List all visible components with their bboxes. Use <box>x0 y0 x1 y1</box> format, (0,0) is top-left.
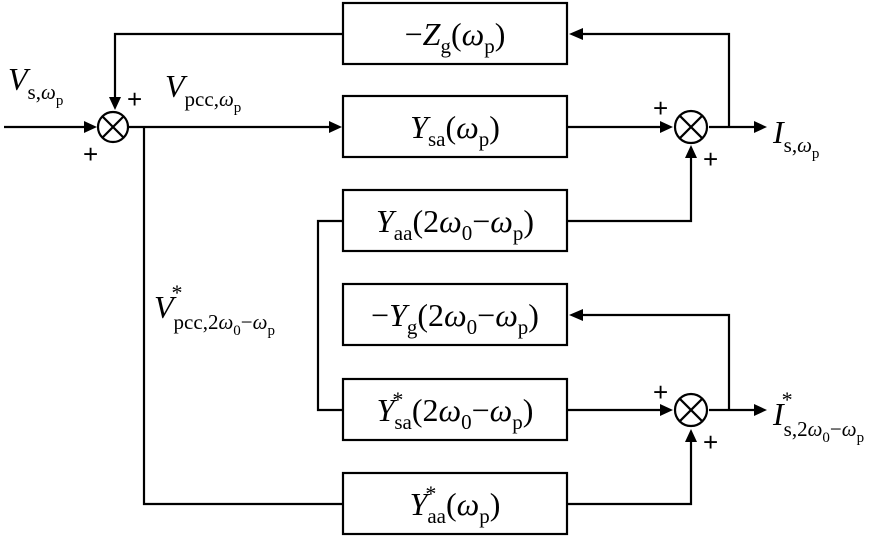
sum2-plus-bottom: + <box>703 144 718 174</box>
yaa-2w-block <box>341 188 569 253</box>
yaa-star-block <box>341 471 569 536</box>
vpcc-arrowhead <box>329 121 342 133</box>
zg-output-wire <box>113 32 343 100</box>
sum2-plus-left: + <box>653 93 668 123</box>
ysa-star-output-arrowhead <box>660 404 673 416</box>
sum1-plus-left: + <box>83 139 98 169</box>
yaa2w-output-wire <box>567 155 693 223</box>
zg-label: −Zg(ωp) <box>405 16 506 58</box>
zg-block <box>341 1 569 66</box>
yg-2w-label: −Yg(2ω0−ωp) <box>371 297 539 339</box>
ysa-block <box>341 94 569 159</box>
sum3-plus-bottom: + <box>703 427 718 457</box>
zg-feedback-wire <box>582 32 731 127</box>
vpcc-star-signal-label: V*pcc,2ω0−ωp <box>154 280 275 339</box>
is-star-signal-label: I*s,2ω0−ωp <box>772 387 864 446</box>
ysa-star-block <box>341 377 569 442</box>
zg-output-arrowhead <box>109 97 121 110</box>
vpcc-star-bracket-wire <box>316 219 343 412</box>
is-star-output-arrowhead <box>754 404 767 416</box>
yaa-star-output-arrowhead <box>685 429 697 442</box>
zg-feedback-arrowhead <box>569 28 583 40</box>
yg-2w-block <box>341 282 569 347</box>
vs-signal-label: Vs,ωp <box>8 61 63 109</box>
sum3-plus-left: + <box>653 377 668 407</box>
ysa-output-arrowhead <box>660 121 673 133</box>
is-signal-label: Is,ωp <box>772 114 819 162</box>
sum-junction-2 <box>673 109 709 145</box>
yaa-star-label: Y*aa(ωp) <box>410 481 501 528</box>
yaa-2w-label: Yaa(2ω0−ωp) <box>376 203 534 245</box>
conjugate-branch-wire <box>142 127 343 506</box>
sum1-plus-top: + <box>127 84 142 114</box>
yg-feedback-arrowhead <box>569 309 583 321</box>
input-arrowhead <box>84 121 97 133</box>
ysa-label: Ysa(ωp) <box>410 109 500 151</box>
sum-junction-3 <box>673 392 709 428</box>
ysa-star-label: Y*sa(2ω0−ωp) <box>377 387 534 434</box>
vpcc-signal-label: Vpcc,ωp <box>165 68 241 116</box>
yaa-star-output-wire <box>567 440 693 506</box>
sum-junction-1 <box>96 110 130 144</box>
is-output-arrowhead <box>754 121 767 133</box>
yaa2w-output-arrowhead <box>685 145 697 158</box>
yg-feedback-wire <box>582 313 731 410</box>
